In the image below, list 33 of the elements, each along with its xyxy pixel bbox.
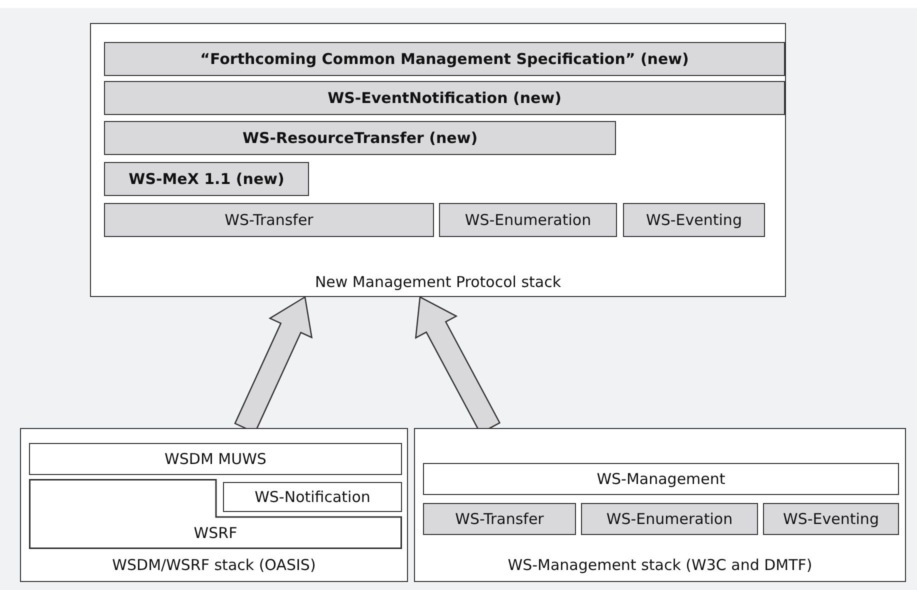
layer-label: WS-Eventing bbox=[646, 211, 742, 229]
stack-panel bbox=[90, 23, 786, 297]
layer-label: WS-EventNotification (new) bbox=[328, 89, 562, 107]
layer-label: WS-Management bbox=[596, 470, 726, 488]
layer-label: “Forthcoming Common Management Specification” (new) bbox=[200, 50, 689, 68]
stack-label: New Management Protocol stack bbox=[314, 273, 562, 291]
layer-label: WS-Enumeration bbox=[606, 510, 733, 528]
layer-label: WS-ResourceTransfer (new) bbox=[242, 129, 478, 147]
layer-bar bbox=[104, 203, 434, 237]
layer-bar bbox=[29, 443, 402, 475]
layer-label: WS-Transfer bbox=[455, 510, 544, 528]
layer-bar bbox=[104, 42, 785, 76]
layer-label: WS-Eventing bbox=[783, 510, 879, 528]
layer-bar bbox=[763, 503, 899, 535]
stack-label: WSDM/WSRF stack (OASIS) bbox=[112, 556, 316, 574]
layer-bar bbox=[223, 482, 402, 512]
stack-panel bbox=[414, 428, 906, 582]
layer-bar bbox=[423, 463, 899, 495]
layer-bar bbox=[104, 121, 616, 155]
layer-label: WS-Transfer bbox=[224, 211, 314, 229]
layer-bar bbox=[104, 81, 785, 115]
layer-label: WSRF bbox=[194, 524, 238, 542]
layer-bar bbox=[439, 203, 617, 237]
stack-panel bbox=[20, 428, 408, 582]
layer-label: WS-Notification bbox=[254, 488, 370, 506]
layer-bar bbox=[104, 162, 309, 196]
layer-label: WS-Enumeration bbox=[464, 211, 592, 229]
layer-label: WSDM MUWS bbox=[164, 450, 266, 468]
stack-label: WS-Management stack (W3C and DMTF) bbox=[508, 556, 812, 574]
layer-bar bbox=[423, 503, 576, 535]
layer-bar bbox=[623, 203, 765, 237]
layer-bar bbox=[581, 503, 758, 535]
layer-label: WS-MeX 1.1 (new) bbox=[128, 170, 284, 188]
